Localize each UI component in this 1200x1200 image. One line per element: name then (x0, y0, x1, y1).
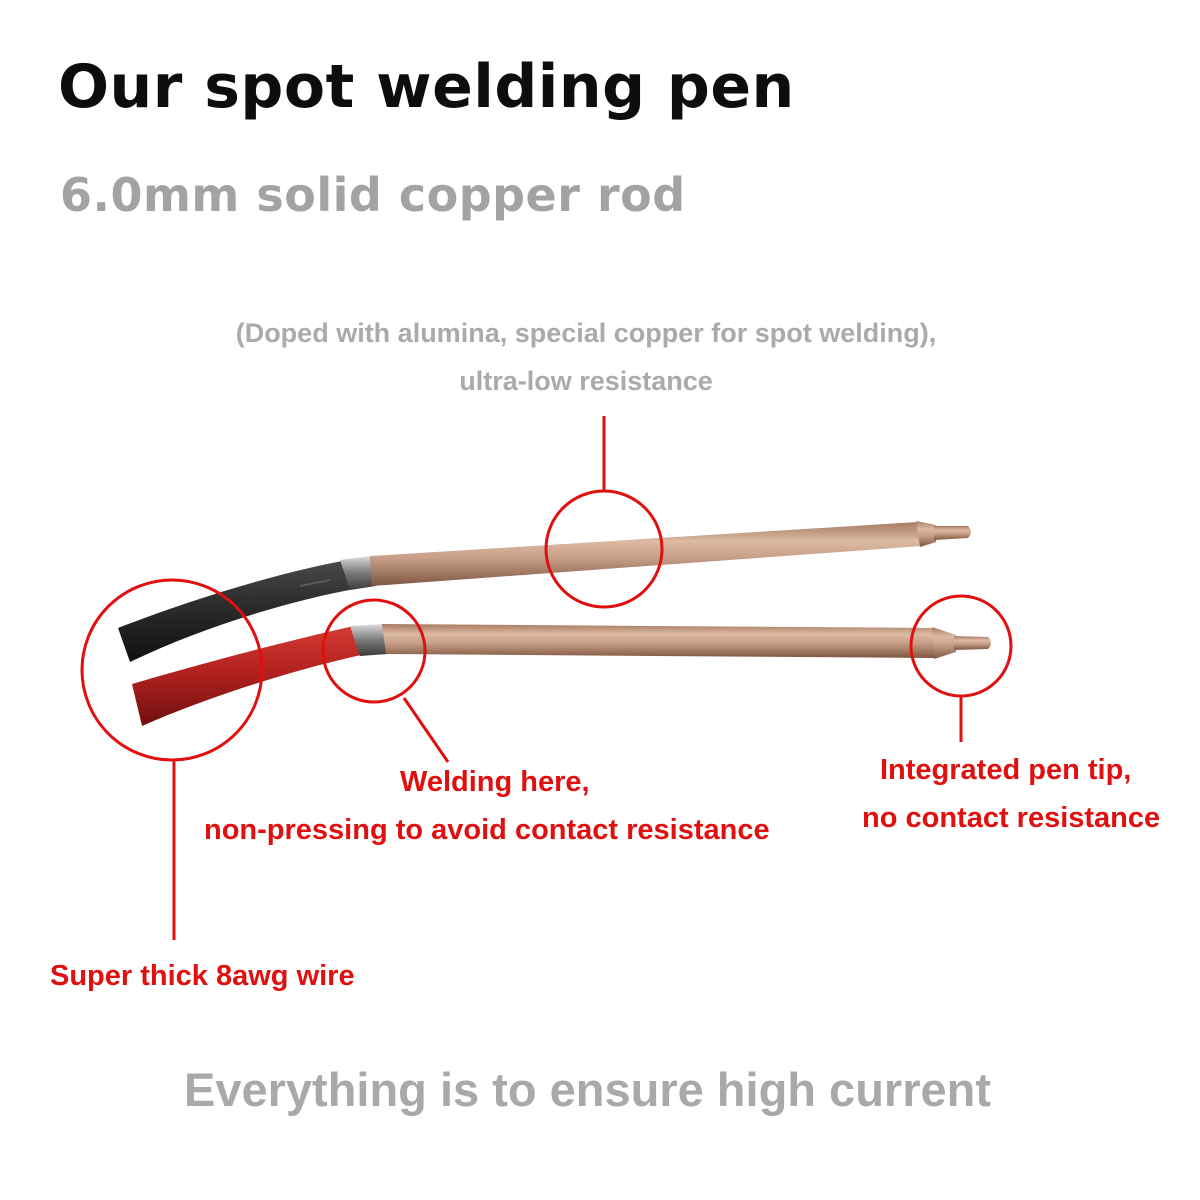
page-subtitle: 6.0mm solid copper rod (60, 168, 686, 222)
page-title: Our spot welding pen (58, 52, 795, 122)
tip-note-line2: no contact resistance (862, 802, 1161, 834)
tip-cone-lower (932, 627, 956, 659)
joint-lower (350, 624, 388, 656)
welding-callout-circle (321, 598, 427, 704)
material-callout-circle (544, 489, 664, 609)
welding-leader-line (402, 697, 450, 763)
red-wire (132, 626, 366, 726)
pen-tip-lower (954, 636, 991, 650)
wire-callout-circle (80, 578, 264, 762)
copper-rod-upper (370, 522, 924, 586)
black-wire-print (299, 579, 331, 587)
pen-tip-upper (934, 526, 971, 540)
wire-note: Super thick 8awg wire (50, 960, 355, 992)
copper-rod-lower (382, 624, 940, 658)
material-note-line2: ultra-low resistance (459, 366, 713, 396)
material-note-line1: (Doped with alumina, special copper for … (235, 318, 937, 348)
footer-slogan: Everything is to ensure high current (184, 1063, 991, 1116)
tip-note-line1: Integrated pen tip, (880, 754, 1132, 786)
joint-upper (340, 556, 376, 590)
tip-cone-upper (916, 521, 936, 547)
welding-note-line2: non-pressing to avoid contact resistance (204, 814, 770, 846)
welding-note-line1: Welding here, (400, 766, 590, 798)
